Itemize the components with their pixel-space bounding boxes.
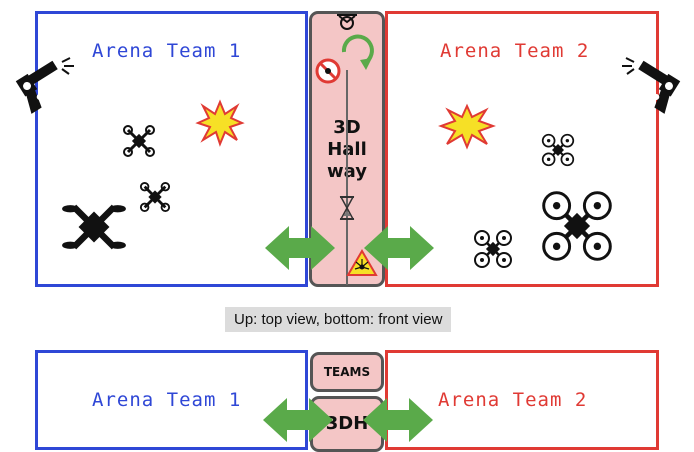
bidirectional-arrow-icon (363, 398, 433, 442)
explosion-icon (438, 103, 496, 150)
arena-team-2-front-title: Arena Team 2 (438, 389, 588, 411)
hourglass-icon (339, 196, 355, 220)
drone-icon (123, 125, 155, 157)
arena-team-1-title: Arena Team 1 (92, 40, 242, 62)
no-entry-icon (315, 58, 341, 84)
drone-icon (474, 230, 512, 268)
drone-icon (542, 191, 612, 261)
gun-icon (15, 57, 74, 114)
drone-icon (62, 204, 126, 250)
arena-team-2-title: Arena Team 2 (440, 40, 590, 62)
explosion-icon (195, 99, 245, 147)
laser-warning-icon (346, 249, 378, 276)
bidirectional-arrow-icon (263, 398, 333, 442)
teams-box: TEAMS (310, 352, 384, 392)
drone-icon (139, 181, 171, 213)
bidirectional-arrow-icon (265, 226, 335, 270)
hallway-center-line (346, 70, 348, 285)
camera-icon (337, 14, 357, 30)
rotate-arrow-icon (341, 34, 374, 70)
arena-team-1-front-title: Arena Team 1 (92, 389, 242, 411)
arena-team-1-front: Arena Team 1 (35, 350, 308, 450)
bidirectional-arrow-icon (364, 226, 434, 270)
drone-icon (541, 133, 575, 167)
gun-icon (622, 57, 681, 114)
arena-team-2-top: Arena Team 2 (385, 11, 659, 287)
view-caption: Up: top view, bottom: front view (225, 307, 452, 332)
